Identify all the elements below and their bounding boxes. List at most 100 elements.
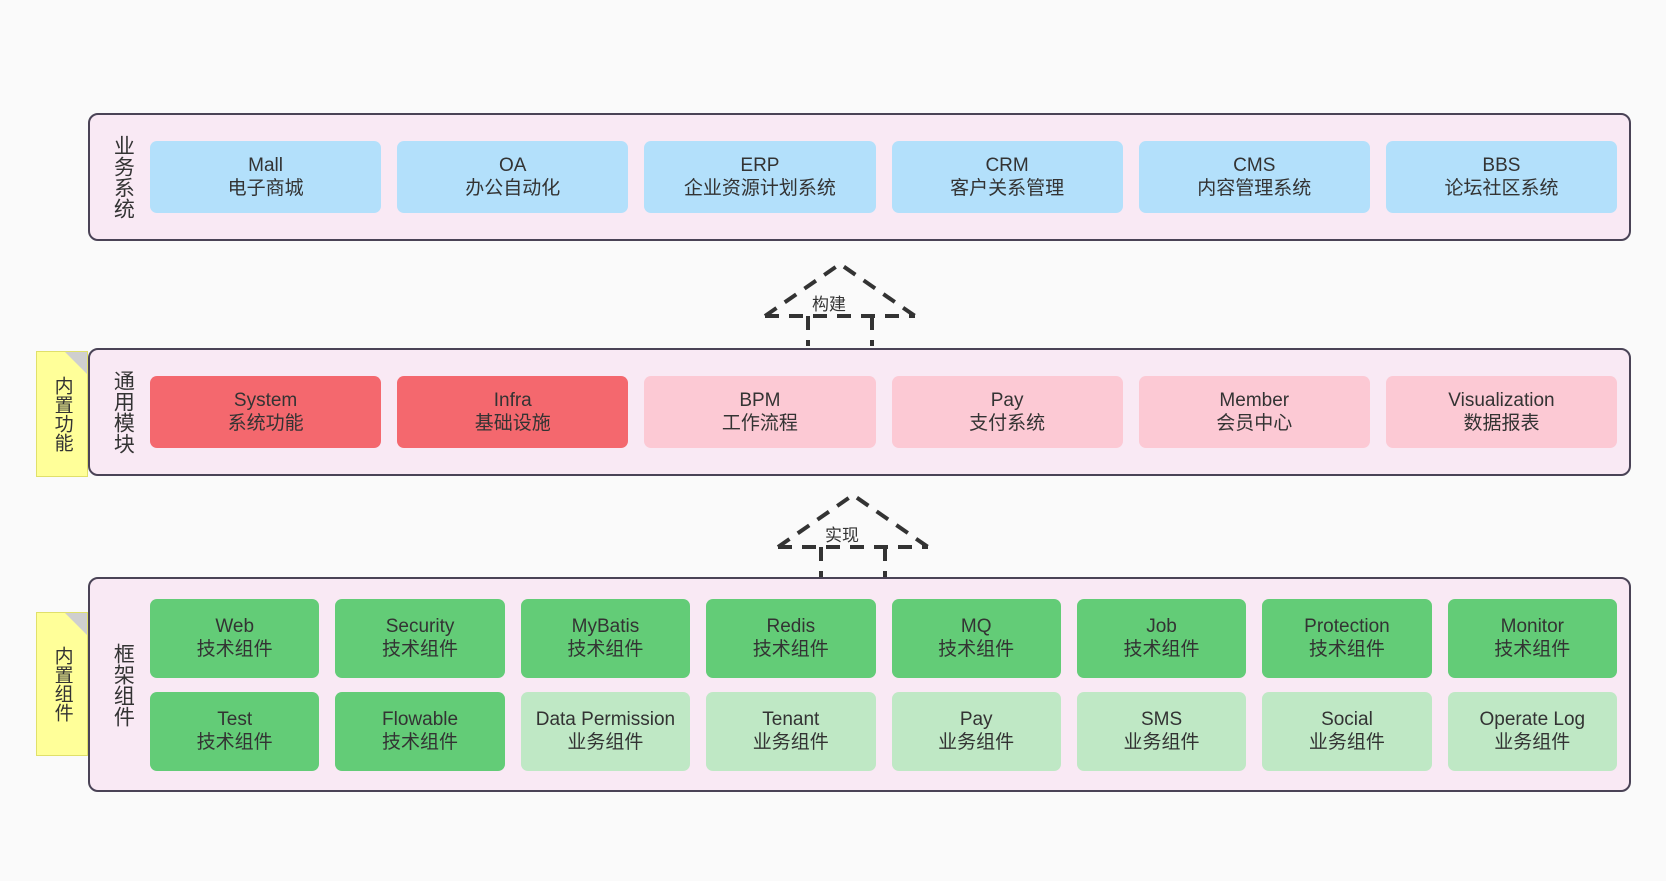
- component-card-desc: 业务组件: [1494, 732, 1571, 753]
- component-card-desc: 论坛社区系统: [1444, 178, 1559, 199]
- component-card-desc: 技术组件: [752, 639, 829, 660]
- component-card-name: Test: [217, 708, 253, 730]
- component-card-desc: 会员中心: [1216, 413, 1293, 434]
- component-card-desc: 技术组件: [1308, 639, 1385, 660]
- sticky-note-builtin-components: 内置组件: [36, 612, 88, 756]
- component-card-desc: 电子商城: [227, 178, 304, 199]
- component-card-name: Operate Log: [1479, 708, 1586, 730]
- component-card-desc: 技术组件: [196, 732, 273, 753]
- component-card-desc: 技术组件: [1494, 639, 1571, 660]
- component-card-name: Data Permission: [535, 708, 676, 730]
- component-card-name: MyBatis: [571, 615, 640, 637]
- component-card-name: Pay: [990, 389, 1024, 411]
- implement-arrow-label: 实现: [825, 526, 859, 545]
- component-card-desc: 业务组件: [752, 732, 829, 753]
- component-card-desc: 技术组件: [382, 639, 459, 660]
- layer-title-common-modules: 通用模块: [111, 370, 135, 454]
- component-card-name: CMS: [1233, 154, 1276, 176]
- component-card-desc: 业务组件: [1308, 732, 1385, 753]
- component-card-name: OA: [499, 154, 527, 176]
- component-card-name: Tenant: [762, 708, 820, 730]
- component-card-name: Security: [385, 615, 455, 637]
- component-card-name: System: [233, 389, 298, 411]
- component-card-name: Redis: [766, 615, 816, 637]
- component-card-desc: 业务组件: [938, 732, 1015, 753]
- component-card-name: Visualization: [1448, 389, 1555, 411]
- component-card-name: CRM: [985, 154, 1029, 176]
- component-card-name: SMS: [1140, 708, 1183, 730]
- component-card-desc: 支付系统: [969, 413, 1046, 434]
- component-card-name: Protection: [1304, 615, 1390, 637]
- component-card-desc: 办公自动化: [465, 178, 561, 199]
- component-card-name: Infra: [493, 389, 532, 411]
- component-card-desc: 客户关系管理: [950, 178, 1065, 199]
- component-card-name: Job: [1146, 615, 1177, 637]
- component-card-name: Web: [215, 615, 255, 637]
- component-card-name: Pay: [959, 708, 993, 730]
- sticky-note-builtin-components-label: 内置组件: [51, 646, 73, 722]
- component-card-desc: 业务组件: [1123, 732, 1200, 753]
- component-card-name: Monitor: [1500, 615, 1564, 637]
- component-card-name: BPM: [739, 389, 781, 411]
- component-card-desc: 技术组件: [567, 639, 644, 660]
- component-card-desc: 技术组件: [1123, 639, 1200, 660]
- component-card-desc: 业务组件: [567, 732, 644, 753]
- component-card-desc: 基础设施: [474, 413, 551, 434]
- sticky-note-builtin-functions-label: 内置功能: [51, 376, 73, 452]
- component-card-name: ERP: [740, 154, 780, 176]
- component-card-desc: 内容管理系统: [1197, 178, 1312, 199]
- component-card-name: Flowable: [382, 708, 459, 730]
- component-card-desc: 工作流程: [721, 413, 798, 434]
- component-card-name: Mall: [248, 154, 283, 176]
- component-card-name: Social: [1321, 708, 1373, 730]
- component-card-desc: 技术组件: [382, 732, 459, 753]
- component-card-name: MQ: [960, 615, 992, 637]
- component-card-desc: 数据报表: [1463, 413, 1540, 434]
- layer-title-business-system: 业务系统: [111, 135, 135, 219]
- component-card-name: Member: [1219, 389, 1290, 411]
- sticky-note-builtin-functions: 内置功能: [36, 351, 88, 477]
- layer-title-framework-components: 框架组件: [111, 642, 135, 727]
- component-card-name: BBS: [1482, 154, 1521, 176]
- component-card-desc: 系统功能: [227, 413, 304, 434]
- component-card-desc: 技术组件: [196, 639, 273, 660]
